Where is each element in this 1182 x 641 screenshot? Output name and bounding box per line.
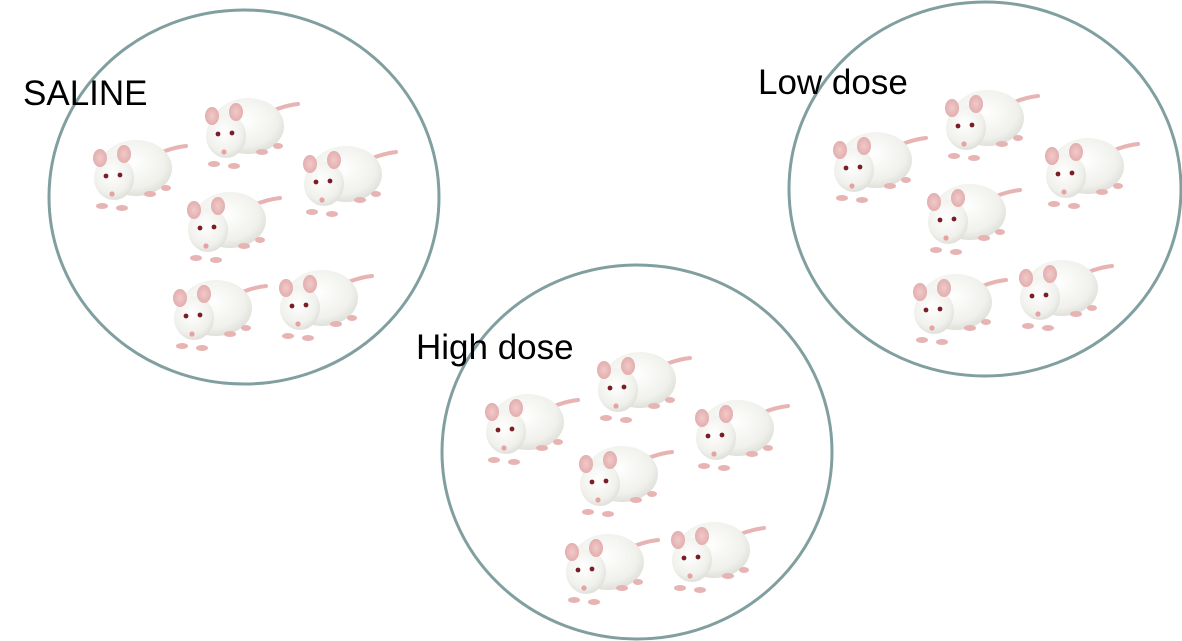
- mouse-icon: [669, 520, 766, 595]
- mouse-icon: [1017, 258, 1114, 333]
- group-circle-low-dose: [787, 0, 1182, 378]
- group-label-high-dose: High dose: [416, 328, 574, 367]
- mouse-icon: [171, 278, 268, 353]
- group-circle-saline: [47, 8, 441, 386]
- mouse-icon: [925, 182, 1022, 257]
- mouse-icon: [1043, 136, 1140, 211]
- mouse-icon: [483, 392, 580, 467]
- mouse-icon: [563, 532, 660, 607]
- mouse-icon: [577, 444, 674, 519]
- mouse-icon: [277, 268, 374, 343]
- group-label-saline: SALINE: [23, 74, 148, 113]
- mouse-icon: [91, 138, 188, 213]
- group-saline: [47, 8, 441, 386]
- mouse-icon: [831, 130, 928, 205]
- group-circle-high-dose: [440, 263, 834, 641]
- group-high-dose: [440, 263, 834, 641]
- group-low-dose: [787, 0, 1182, 378]
- mouse-icon: [911, 272, 1008, 347]
- mouse-icon: [943, 88, 1040, 163]
- mouse-icon: [301, 144, 398, 219]
- mouse-icon: [595, 350, 692, 425]
- mouse-icon: [203, 96, 300, 171]
- mouse-icon: [185, 190, 282, 265]
- mouse-icon: [693, 398, 790, 473]
- group-label-low-dose: Low dose: [758, 63, 908, 102]
